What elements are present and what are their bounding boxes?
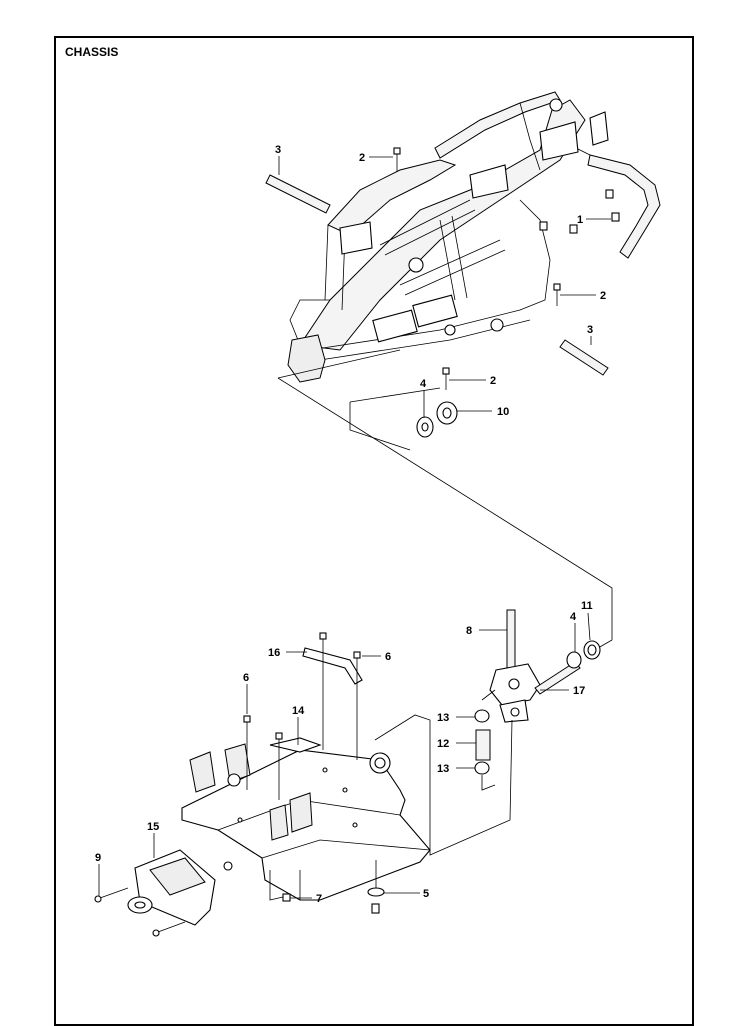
callout-4-upper: 4 (420, 378, 427, 390)
callout-11: 11 (581, 600, 593, 612)
page-title: CHASSIS (65, 45, 119, 59)
callout-6-left: 6 (243, 672, 249, 684)
bolt-6-right (353, 651, 361, 760)
callout-13-top: 13 (437, 712, 449, 724)
sleeve-12 (475, 729, 491, 761)
callout-3-right: 3 (587, 324, 593, 336)
ring-11 (583, 640, 601, 660)
callout-4-lower: 4 (570, 611, 577, 623)
bolt-2-lower (442, 367, 450, 390)
callout-3-left: 3 (275, 144, 281, 156)
callout-8: 8 (466, 625, 472, 637)
callout-15: 15 (147, 821, 159, 833)
callout-2-lower: 2 (490, 375, 496, 387)
callout-7: 7 (316, 893, 322, 905)
tubular-frame (287, 91, 661, 383)
pin-3-right (559, 339, 609, 376)
callout-1: 1 (577, 214, 583, 226)
bolt-6-mid (275, 732, 283, 800)
pivot-bracket-17 (489, 661, 581, 723)
base-plate-14 (181, 737, 431, 901)
callout-17: 17 (573, 685, 585, 697)
callout-16: 16 (268, 647, 280, 659)
bolt-2-mid (553, 283, 561, 306)
callout-5: 5 (423, 888, 429, 900)
callout-12: 12 (437, 738, 449, 750)
bushing-13-top (474, 709, 490, 723)
pin-3-left (265, 174, 331, 214)
nut-7 (282, 893, 291, 902)
callout-10: 10 (497, 406, 509, 418)
bolt-6-top (319, 632, 327, 750)
callout-2-mid: 2 (600, 290, 606, 302)
bushing-4-upper (416, 416, 434, 438)
bushing-4-lower (566, 651, 582, 669)
nut-7-hitch (223, 861, 233, 871)
callout-leaders (98, 156, 611, 899)
spacer-10 (436, 401, 458, 425)
callout-13-bottom: 13 (437, 763, 449, 775)
bushing-13-bottom (474, 761, 490, 775)
callout-14: 14 (292, 705, 305, 717)
bolt-9 (94, 887, 186, 937)
shaft-8 (506, 609, 516, 669)
callout-labels: 3 2 1 2 3 4 2 10 8 4 11 16 6 6 17 14 13 … (95, 144, 606, 905)
callout-9: 9 (95, 852, 101, 864)
hitch-15 (127, 849, 216, 926)
callout-2-top: 2 (359, 152, 365, 164)
nut-1 (539, 189, 620, 234)
bolt-2-top (393, 147, 401, 172)
bracket-16 (302, 647, 363, 685)
washer-5 (367, 860, 385, 914)
bolt-6-left (243, 715, 251, 790)
callout-6-right: 6 (385, 651, 391, 663)
